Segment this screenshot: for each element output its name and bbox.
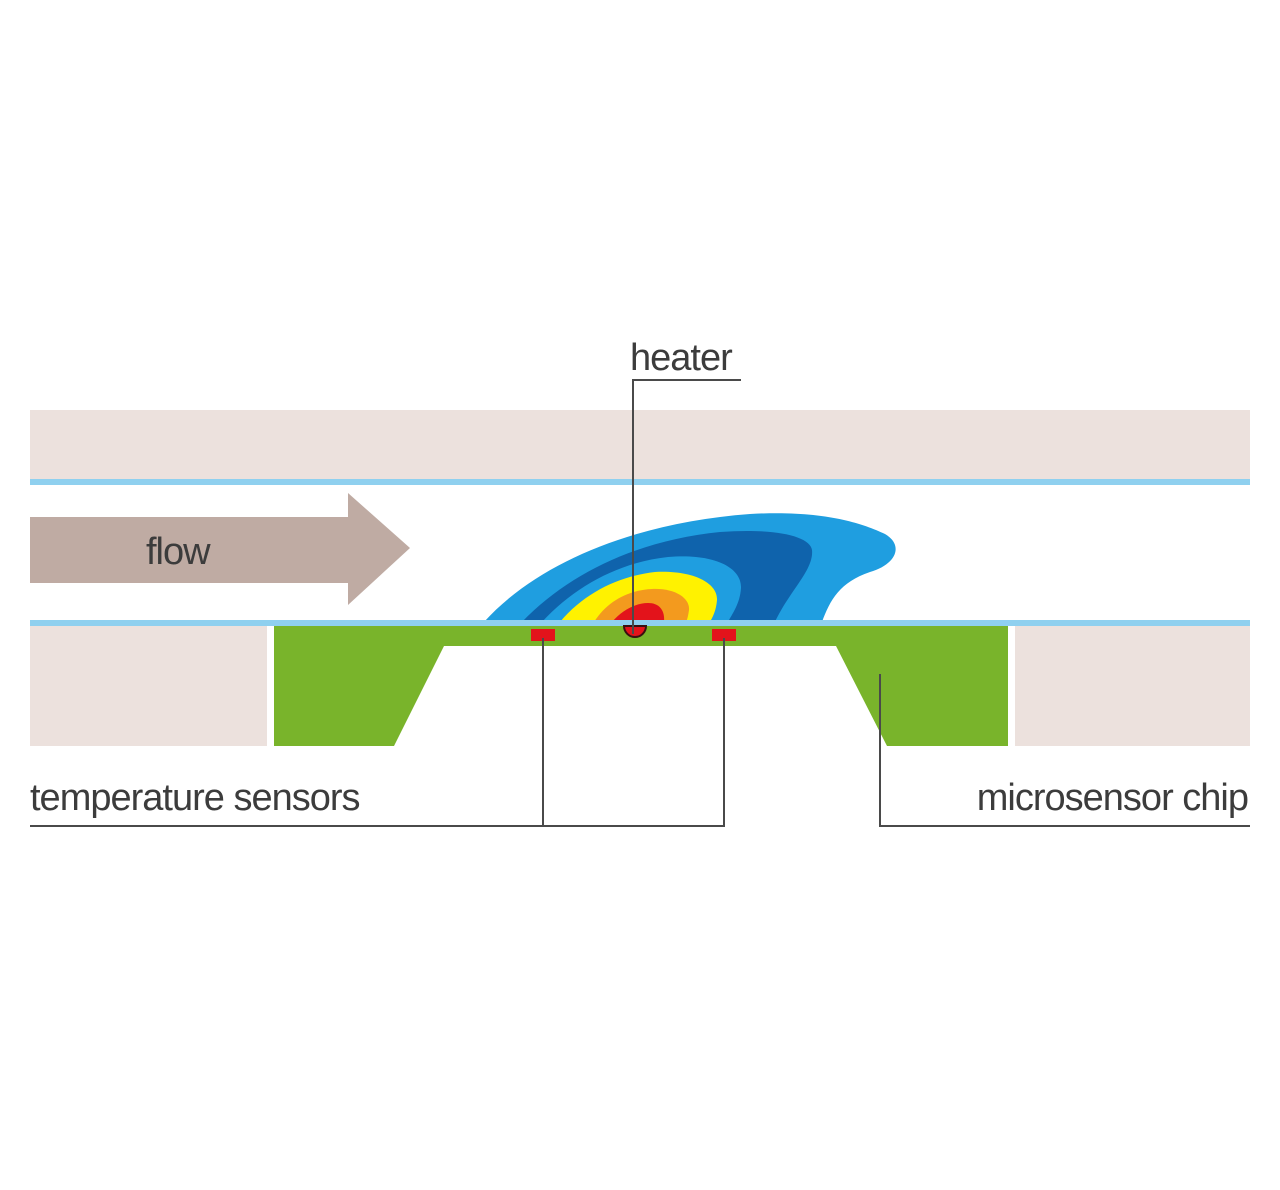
heater-element [622,625,648,638]
microsensor-chip-label: microsensor chip [977,777,1248,819]
bottom-channel-wall [30,620,1250,626]
heater-leader-line [632,379,741,634]
temperature-sensor-upstream [531,629,555,641]
heater-label: heater [630,337,733,379]
bottom-housing-right [1015,626,1250,746]
flow-arrow [30,493,410,605]
microsensor-chip [274,626,1008,746]
microsensor-chip-leader-line [879,674,1250,827]
top-housing [30,410,1250,480]
bottom-housing-left [30,626,267,746]
temperature-sensors-leader-line [30,638,725,827]
top-channel-wall [30,479,1250,485]
temperature-sensor-downstream [712,629,736,641]
heat-plume [484,513,896,622]
temperature-sensors-label: temperature sensors [30,777,360,819]
flow-label: flow [146,531,211,573]
heat-zone-core [612,603,665,622]
